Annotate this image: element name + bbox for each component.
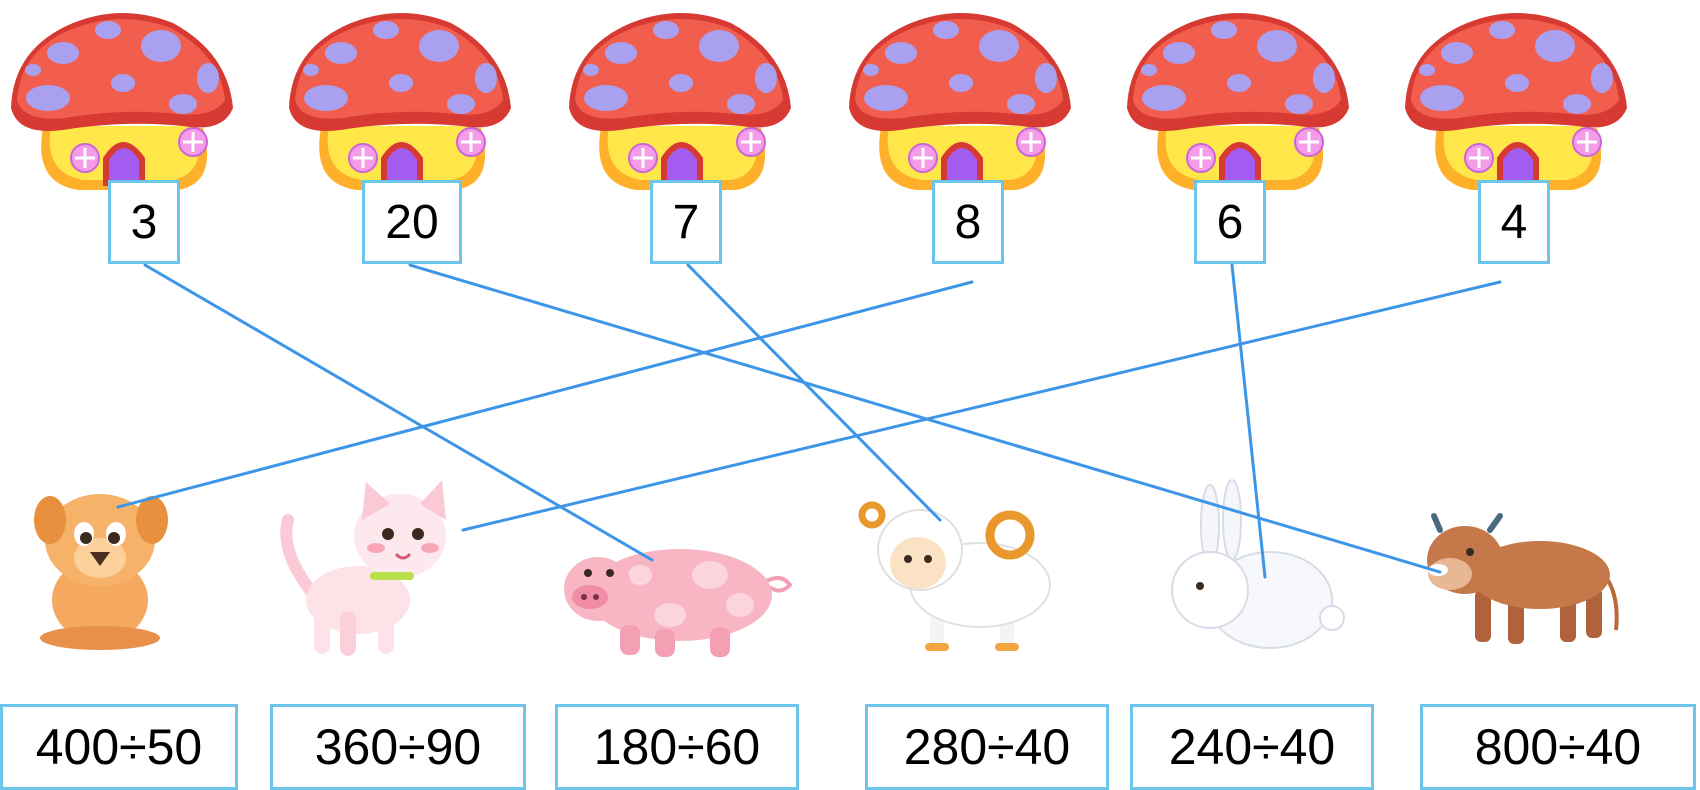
house-number-box: 3 [108,180,180,264]
mushroom-house-icon [569,13,791,190]
mushroom-house-icon [849,13,1071,190]
expression-box: 800÷40 [1420,704,1696,790]
expression-box: 240÷40 [1130,704,1374,790]
expression-box: 400÷50 [0,704,238,790]
connection-line [116,280,974,509]
mushroom-house-icon [1127,13,1349,190]
house-number-box: 4 [1478,180,1550,264]
expression-box: 180÷60 [555,704,799,790]
house-number-box: 20 [362,180,462,264]
puppy-icon [34,494,168,650]
expression-box: 280÷40 [865,704,1109,790]
cow-icon [1427,513,1619,644]
connection-line [686,263,942,522]
connection-line [1230,263,1267,579]
mushroom-house-icon [1405,13,1627,190]
kitten-icon [280,480,446,656]
house-number-box: 8 [932,180,1004,264]
pig-icon [564,549,793,657]
connection-line [143,263,654,562]
expression-box: 360÷90 [270,704,526,790]
connection-line [461,280,1502,532]
mushroom-house-icon [289,13,511,190]
house-number-box: 7 [650,180,722,264]
rabbit-icon [1171,479,1345,649]
house-number-box: 6 [1194,180,1266,264]
mushroom-house-icon [11,13,233,190]
sheep-icon [858,501,1051,651]
